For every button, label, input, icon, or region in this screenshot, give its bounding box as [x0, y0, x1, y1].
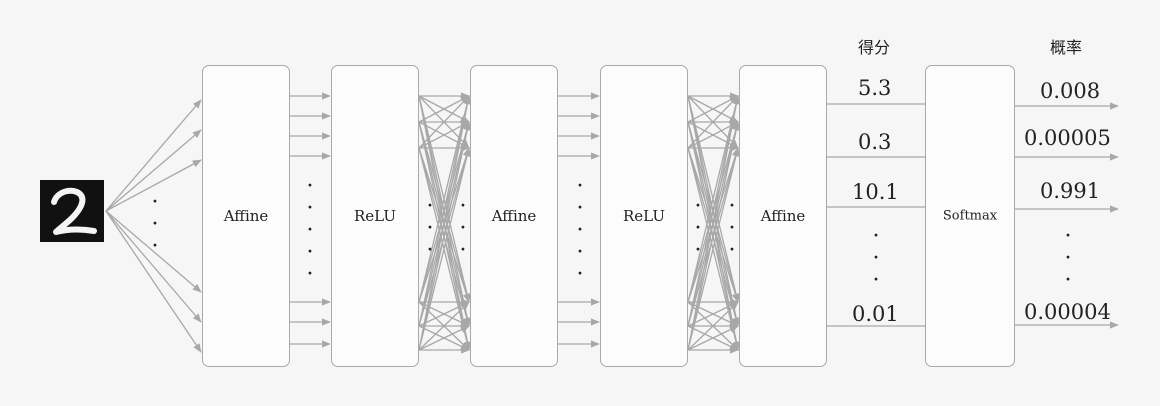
probability-value: 0.00004 [1024, 300, 1111, 324]
cross-connection [687, 147, 740, 351]
relu-layer-2-label: ReLU [623, 207, 665, 225]
score-value: 0.01 [852, 302, 899, 326]
affine-layer-1: Affine [202, 65, 290, 367]
probability-value: 0.00005 [1024, 126, 1111, 150]
input-arrow [105, 210, 202, 293]
score-value: 5.3 [858, 76, 892, 100]
scores-ellipsis: ··· [872, 224, 880, 293]
probability-value: 0.008 [1040, 79, 1101, 103]
relu-layer-2: ReLU [600, 65, 688, 367]
affine-layer-3-label: Affine [760, 207, 806, 225]
cross-connection [687, 95, 740, 351]
softmax-layer: Softmax [925, 65, 1015, 367]
cross-connection [418, 95, 471, 351]
relu-2-ellipsis-a: ··· [694, 194, 702, 263]
cross-connection [687, 95, 739, 123]
cross-connection [687, 121, 739, 149]
handwritten-digit-icon [51, 187, 97, 235]
softmax-layer-label: Softmax [942, 208, 998, 224]
affine-layer-1-label: Affine [223, 207, 269, 225]
cross-connection [418, 95, 471, 327]
cross-connection [687, 325, 739, 351]
score-value: 10.1 [852, 180, 899, 204]
cross-connection [418, 95, 470, 149]
cross-connection [687, 95, 740, 327]
relu-2-ellipsis-b: ··· [728, 194, 736, 263]
input-arrow [105, 99, 202, 212]
relu-1-ellipsis-a: ··· [426, 194, 434, 263]
cross-connection [418, 95, 471, 303]
input-arrow [105, 159, 202, 212]
probabilities-ellipsis: ··· [1064, 224, 1072, 293]
probabilities-header: 概率 [1050, 38, 1083, 57]
input-arrow [105, 210, 202, 323]
cross-connection [418, 121, 470, 149]
input-ellipsis: ··· [151, 190, 159, 259]
relu-layer-1-label: ReLU [354, 207, 396, 225]
affine-layer-3: Affine [739, 65, 827, 367]
affine-layer-2-label: Affine [491, 207, 537, 225]
cross-connection [418, 325, 470, 351]
input-digit-image [40, 180, 104, 242]
hidden-1-ellipsis: ····· [306, 174, 314, 287]
affine-layer-2: Affine [470, 65, 558, 367]
score-value: 0.3 [858, 130, 892, 154]
cross-connection [687, 301, 739, 351]
cross-connection [687, 95, 739, 149]
cross-connection [418, 301, 470, 351]
relu-1-ellipsis-b: ··· [459, 194, 467, 263]
probability-value: 0.991 [1040, 179, 1101, 203]
input-arrow [105, 210, 202, 353]
cross-connection [687, 95, 740, 303]
input-arrow [105, 129, 202, 212]
scores-header: 得分 [858, 38, 891, 57]
hidden-2-ellipsis: ····· [576, 174, 584, 287]
cross-connection [418, 147, 471, 351]
cross-connection [687, 121, 740, 351]
cross-connection [418, 121, 471, 351]
cross-connection [418, 95, 470, 123]
relu-layer-1: ReLU [331, 65, 419, 367]
